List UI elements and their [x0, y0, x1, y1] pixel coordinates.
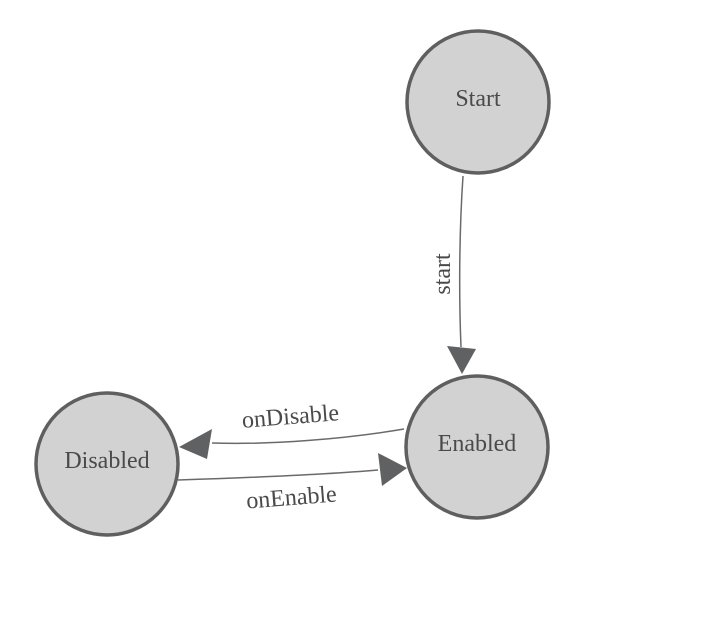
edge-enabled-to-disabled-line — [211, 428, 405, 445]
edge-enabled-to-disabled: onDisable — [179, 400, 405, 459]
arrowhead-right-icon — [378, 453, 407, 486]
edge-label-start: start — [430, 253, 456, 295]
edge-start-to-enabled-line — [458, 175, 464, 348]
arrowhead-left-icon — [179, 429, 212, 459]
node-disabled: Disabled — [34, 391, 180, 537]
node-enabled-label: Enabled — [438, 431, 517, 457]
node-start-circle[interactable] — [405, 29, 551, 175]
node-enabled: Enabled — [404, 374, 550, 520]
edge-label-onenable: onEnable — [245, 482, 337, 515]
edge-label-ondisable: onDisable — [241, 400, 340, 434]
arrowhead-down-icon — [447, 346, 476, 374]
edge-disabled-to-enabled-line — [177, 469, 379, 481]
node-start: Start — [405, 29, 551, 175]
node-enabled-circle[interactable] — [404, 374, 550, 520]
edge-start-to-enabled: start — [430, 175, 476, 374]
node-disabled-circle[interactable] — [34, 391, 180, 537]
node-start-label: Start — [455, 86, 501, 112]
node-disabled-label: Disabled — [64, 448, 149, 474]
edge-disabled-to-enabled: onEnable — [177, 453, 407, 515]
